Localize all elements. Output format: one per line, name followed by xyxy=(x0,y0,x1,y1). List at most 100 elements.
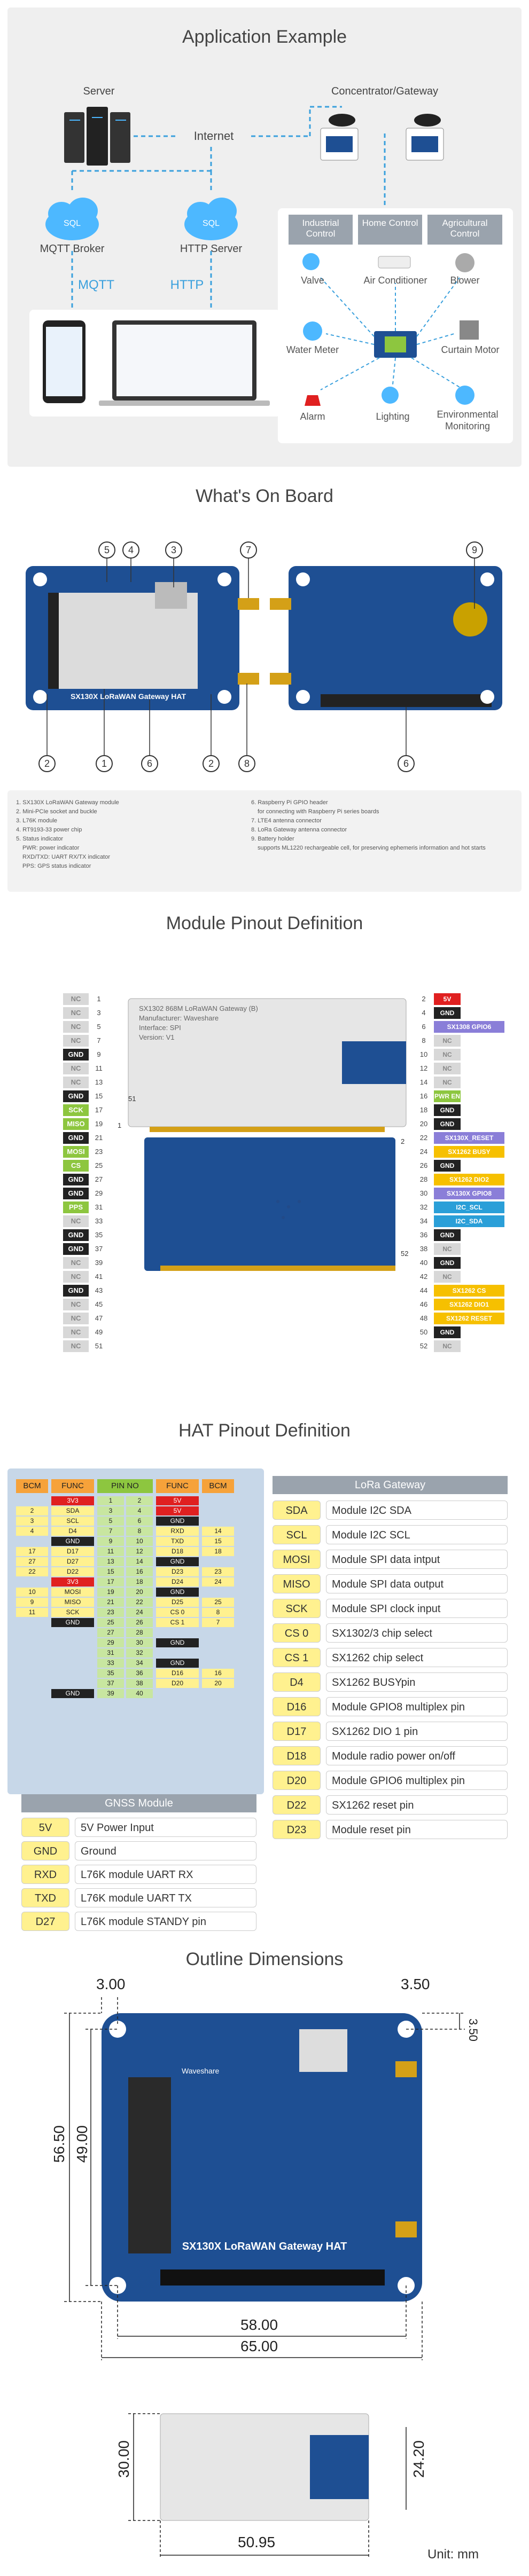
curtain-motor-icon xyxy=(460,320,479,340)
legend-item: RXD/TXD: UART RX/TX indicator xyxy=(22,854,111,860)
legend-item: 5. Status indicator xyxy=(16,836,64,842)
legend-item: PPS: GPS status indicator xyxy=(22,863,91,869)
legend-item: for connecting with Raspberry Pi series … xyxy=(258,808,379,815)
hat-cell: 22 xyxy=(126,1598,153,1607)
pin-label: NC xyxy=(63,993,89,1005)
gnss-key: 5V xyxy=(21,1818,69,1837)
alarm-icon xyxy=(305,395,321,406)
hat-cell: CS 0 xyxy=(156,1608,199,1617)
pin-number: 2 xyxy=(422,995,426,1003)
hat-cell: 16 xyxy=(126,1567,153,1576)
hat-cell: 8 xyxy=(126,1527,153,1536)
hat-cell: 3 xyxy=(16,1517,48,1526)
board-legend-left: 1. SX130X LoRaWAN Gateway module 2. Mini… xyxy=(16,798,240,871)
pin-number: 44 xyxy=(419,1286,428,1294)
pin-label: GND xyxy=(63,1229,89,1241)
pin-label: GND xyxy=(63,1188,89,1199)
hat-cell: GND xyxy=(156,1588,199,1597)
pin-number: 30 xyxy=(419,1189,428,1197)
lora-key: MISO xyxy=(273,1574,321,1593)
pin-number: 29 xyxy=(95,1189,103,1197)
legend-item: 6. Raspberry Pi GPIO header xyxy=(251,799,328,806)
gnss-value: Ground xyxy=(75,1841,256,1860)
pin-number: 16 xyxy=(419,1092,428,1100)
hat-cell: 34 xyxy=(126,1659,153,1668)
hat-pinout-title: HAT Pinout Definition xyxy=(178,1420,351,1441)
internet-label: Internet xyxy=(193,129,234,143)
hat-cell: 21 xyxy=(97,1598,124,1607)
pin-number: 25 xyxy=(95,1161,103,1169)
legend-item: 1. SX130X LoRaWAN Gateway module xyxy=(16,799,119,806)
application-example-diagram xyxy=(29,106,513,443)
lora-key: D23 xyxy=(273,1820,321,1839)
pin-number: 7 xyxy=(97,1036,101,1044)
module-text-line: Interface: SPI xyxy=(139,1024,181,1032)
pin-number: 46 xyxy=(419,1300,428,1308)
hat-cell: 4 xyxy=(16,1527,48,1536)
outline-dimensions-title: Outline Dimensions xyxy=(185,1949,344,1969)
dim-3-50-top: 3.50 xyxy=(401,1976,430,1992)
legend-item: 7. LTE4 antenna connector xyxy=(251,818,322,824)
pin-number: 36 xyxy=(419,1231,428,1239)
gnss-title-bar: GNSS Module xyxy=(21,1794,256,1812)
pin-label: I2C_SDA xyxy=(434,1215,504,1227)
hat-cell: 14 xyxy=(126,1557,153,1566)
lora-title-bar: LoRa Gateway xyxy=(273,1476,508,1494)
callout-8: 8 xyxy=(244,758,250,769)
pin-label: GND xyxy=(63,1285,89,1297)
pin-number: 32 xyxy=(419,1203,428,1211)
lora-value: SX1262 BUSYpin xyxy=(326,1672,508,1692)
board-name-label: SX130X LoRaWAN Gateway HAT xyxy=(182,2241,347,2252)
hat-cell: D25 xyxy=(156,1598,199,1607)
pin-number: 14 xyxy=(419,1078,428,1086)
pin-number: 26 xyxy=(419,1161,428,1169)
pin-number: 39 xyxy=(95,1259,103,1267)
gnss-value: L76K module STANDY pin xyxy=(75,1912,256,1931)
hat-header-cell: BCM xyxy=(16,1479,48,1493)
hat-cell: 24 xyxy=(202,1577,234,1587)
hat-cell: 28 xyxy=(126,1628,153,1637)
pin-marker-51: 51 xyxy=(128,1095,136,1103)
dim-3-00: 3.00 xyxy=(96,1976,126,1992)
gateway-icon xyxy=(320,114,359,161)
dim-58-00: 58.00 xyxy=(240,2316,278,2333)
hat-cell: 25 xyxy=(97,1618,124,1627)
sql-cloud-icon xyxy=(45,198,99,240)
pin-label: NC xyxy=(63,1257,89,1269)
sql-cloud-icon xyxy=(184,198,238,240)
hat-cell: SCK xyxy=(51,1608,94,1617)
pin-label: SX1262 DIO2 xyxy=(434,1174,504,1185)
server-label: Server xyxy=(83,85,115,97)
hat-cell: GND xyxy=(156,1659,199,1668)
pin-label: GND xyxy=(434,1257,461,1269)
pin-number: 43 xyxy=(95,1286,103,1294)
hat-cell: RXD xyxy=(156,1527,199,1536)
lora-key: D17 xyxy=(273,1722,321,1741)
pin-label: NC xyxy=(434,1271,461,1283)
home-control-label: Home Control xyxy=(362,218,418,228)
pin-number: 41 xyxy=(95,1273,103,1281)
hat-cell: 39 xyxy=(97,1689,124,1698)
lora-key: D18 xyxy=(273,1746,321,1765)
air-conditioner-icon xyxy=(378,256,411,269)
pin-label: 5V xyxy=(434,993,461,1005)
hat-cell: 22 xyxy=(16,1567,48,1576)
lora-key: CS 0 xyxy=(273,1623,321,1643)
hat-cell: D27 xyxy=(51,1557,94,1566)
pin-number: 10 xyxy=(419,1050,428,1058)
pin-label: GND xyxy=(434,1229,461,1241)
hat-cell: MOSI xyxy=(51,1588,94,1597)
hat-cell: 3V3 xyxy=(51,1577,94,1587)
pin-label: GND xyxy=(434,1104,461,1116)
pin-number: 38 xyxy=(419,1245,428,1253)
http-server-label: HTTP Server xyxy=(180,243,243,255)
hat-cell: 15 xyxy=(97,1567,124,1576)
callout-6: 6 xyxy=(403,758,409,769)
hat-cell: D23 xyxy=(156,1567,199,1576)
pin-label: SX1262 DIO1 xyxy=(434,1299,504,1310)
alarm-label: Alarm xyxy=(300,411,325,422)
pin-number: 12 xyxy=(419,1064,428,1072)
environmental-monitoring-icon xyxy=(455,386,474,405)
hat-cell: MISO xyxy=(51,1598,94,1607)
callout-7: 7 xyxy=(245,545,251,555)
